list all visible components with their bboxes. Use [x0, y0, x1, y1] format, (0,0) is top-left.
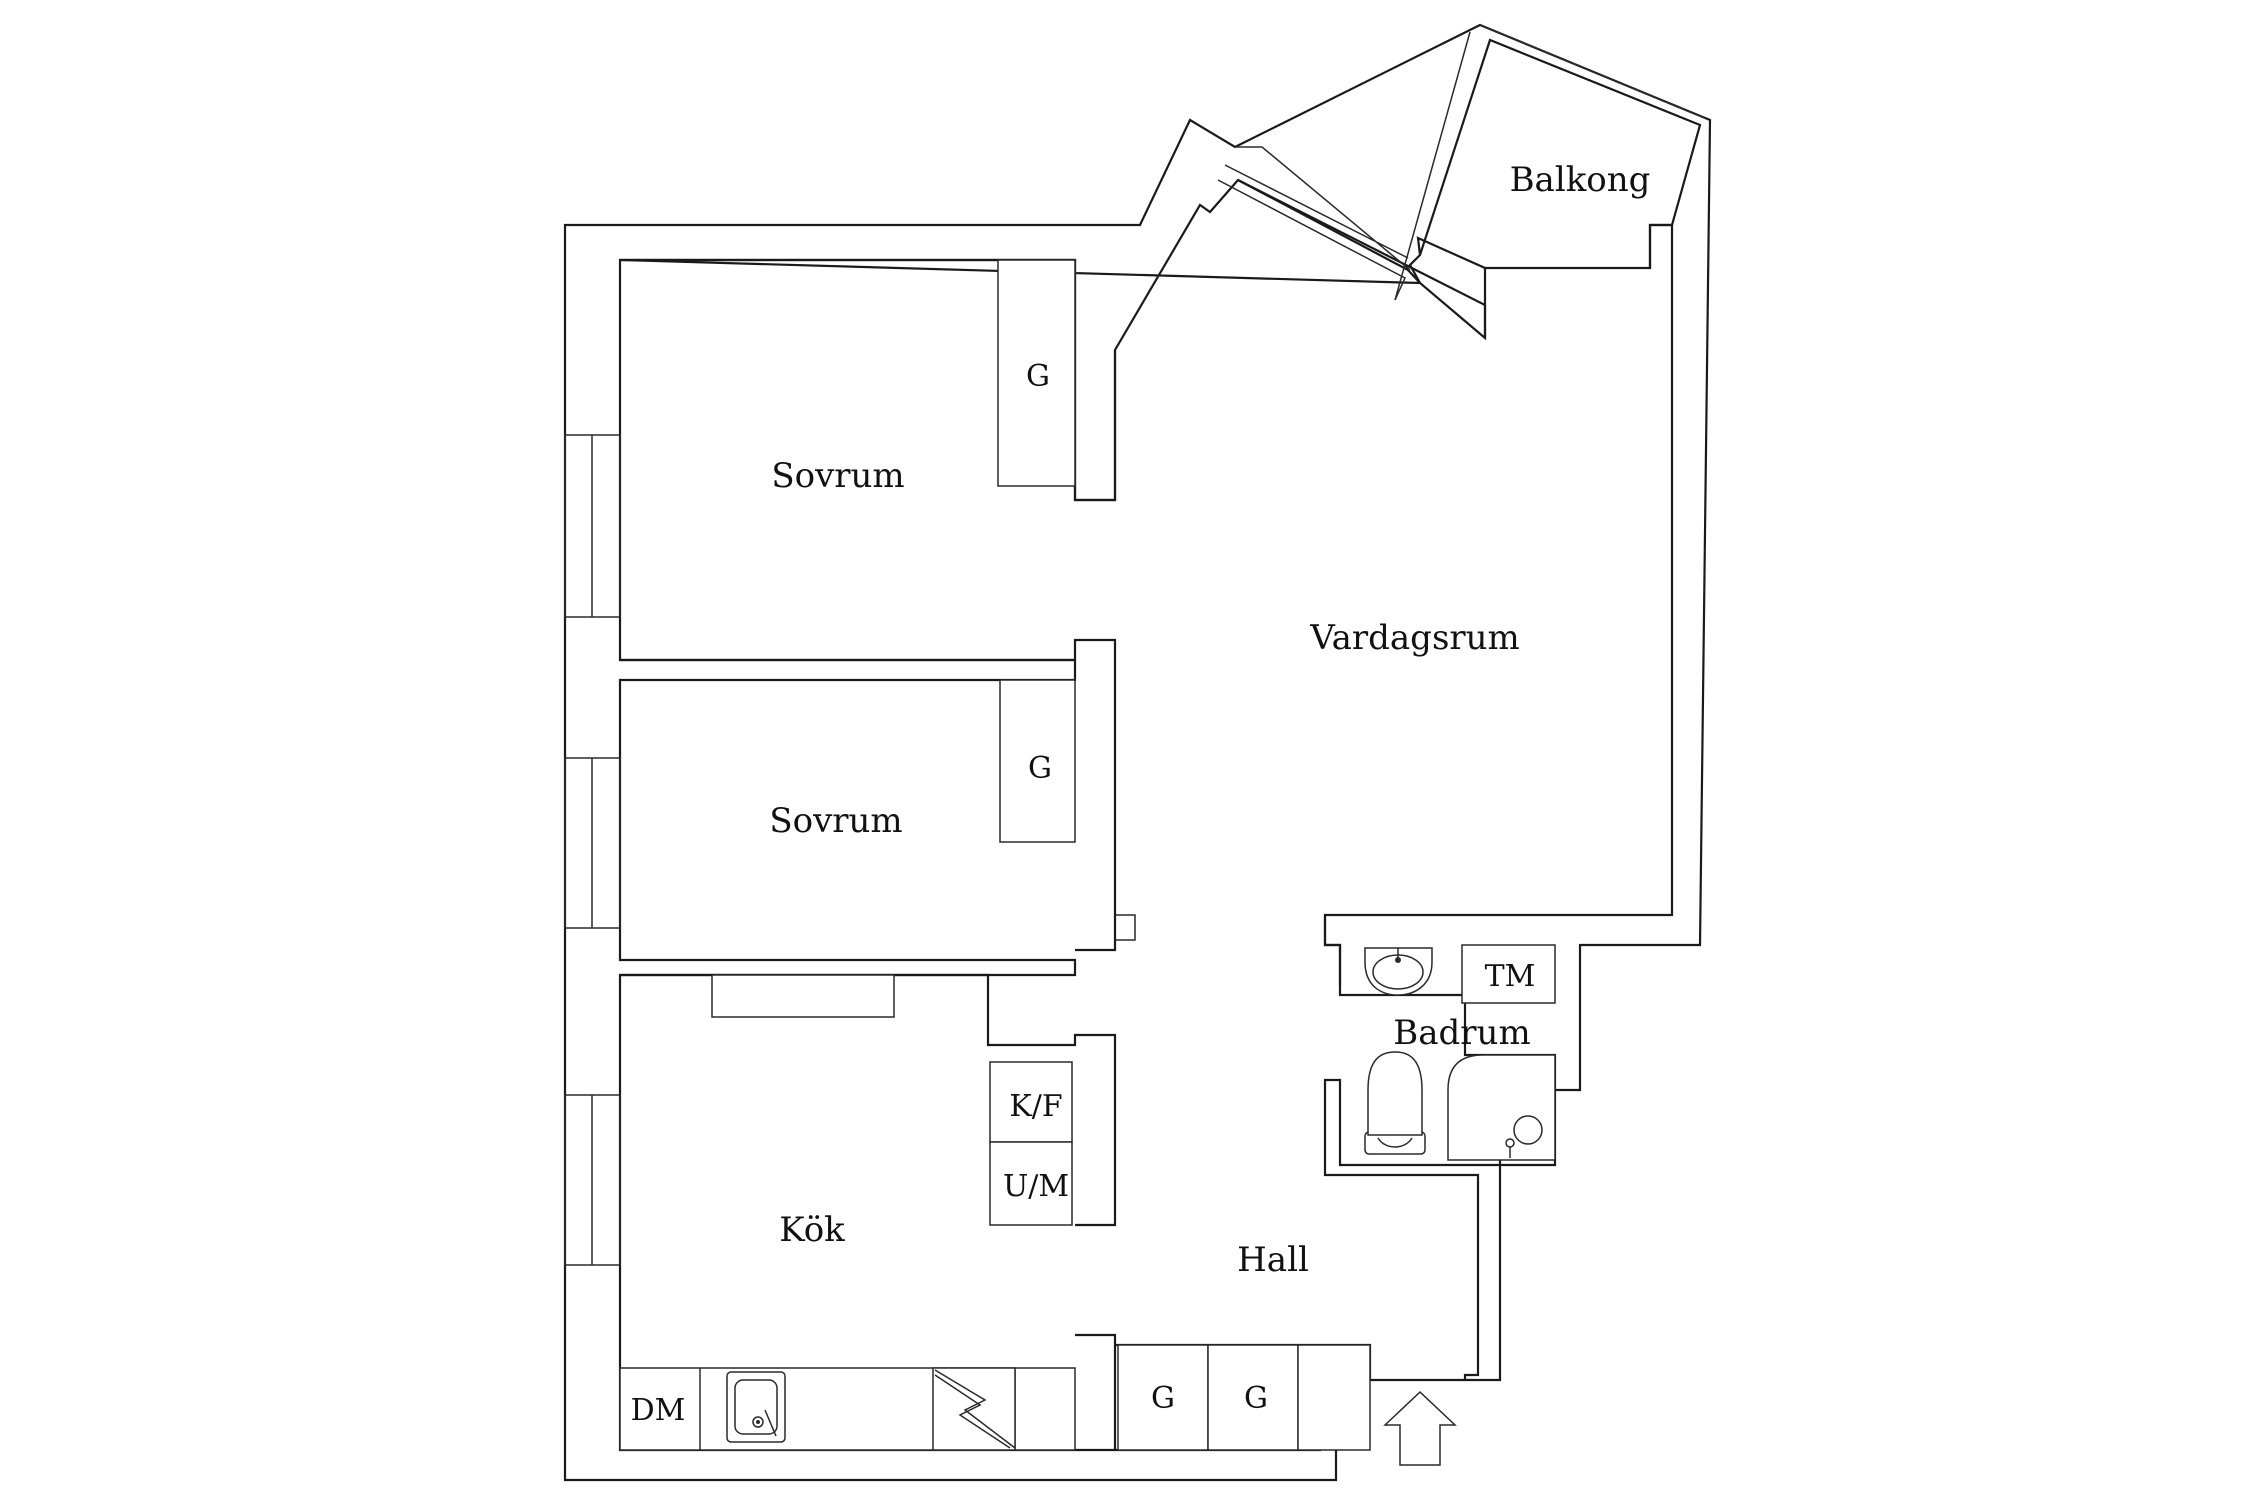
- entrance-arrow-icon: [1383, 1390, 1457, 1466]
- label-kitchen: Kök: [779, 1210, 845, 1250]
- oven-microwave: [989, 1141, 1073, 1226]
- balcony-rail-outer: [1479, 24, 1706, 119]
- kitchen-wall: [620, 973, 1117, 1227]
- inner-perimeter: [618, 258, 1322, 1452]
- kitchen-hood: [711, 974, 895, 1018]
- label-wardrobe-bedroom-2: G: [1028, 751, 1052, 786]
- living-window: [1217, 146, 1411, 301]
- bedroom-partition-1: [620, 638, 1117, 952]
- hall-cabinet: [1297, 1344, 1371, 1451]
- stove-icon: [932, 1367, 1016, 1451]
- wardrobe-bedroom-1: [997, 259, 1076, 487]
- label-hall: Hall: [1237, 1240, 1309, 1280]
- bathroom-sink: [1364, 947, 1433, 996]
- label-bedroom-1: Sovrum: [771, 456, 904, 496]
- outer-wall-outer: [563, 23, 1712, 1482]
- kitchen-sink: [726, 1371, 786, 1443]
- label-washing-machine: TM: [1485, 959, 1536, 994]
- living-right-wall: [1237, 179, 1674, 985]
- fridge-freezer: [989, 1061, 1073, 1143]
- label-balcony: Balkong: [1510, 160, 1651, 200]
- label-dishwasher: DM: [631, 1393, 686, 1428]
- shower: [1447, 1054, 1556, 1161]
- bedroom-door-notch: [1115, 914, 1136, 941]
- bathroom-walls: [1323, 915, 1557, 1380]
- label-wardrobe-hall-2: G: [1244, 1381, 1268, 1416]
- toilet: [1364, 1051, 1426, 1155]
- wardrobe-bedroom-2: [999, 679, 1076, 843]
- label-bathroom: Badrum: [1393, 1013, 1530, 1053]
- label-living-room: Vardagsrum: [1309, 618, 1520, 658]
- label-oven-microwave: U/M: [1003, 1169, 1069, 1204]
- wardrobe-hall-1: [1117, 1344, 1209, 1451]
- wardrobe-hall-2: [1207, 1344, 1299, 1451]
- washing-machine: [1461, 944, 1556, 1004]
- label-bedroom-2: Sovrum: [769, 801, 902, 841]
- label-fridge-freezer: K/F: [1009, 1089, 1062, 1124]
- label-wardrobe-hall-1: G: [1151, 1381, 1175, 1416]
- balcony-outline: [1418, 38, 1702, 270]
- balcony-rail: [1394, 31, 1471, 301]
- label-wardrobe-bedroom-1: G: [1026, 359, 1050, 394]
